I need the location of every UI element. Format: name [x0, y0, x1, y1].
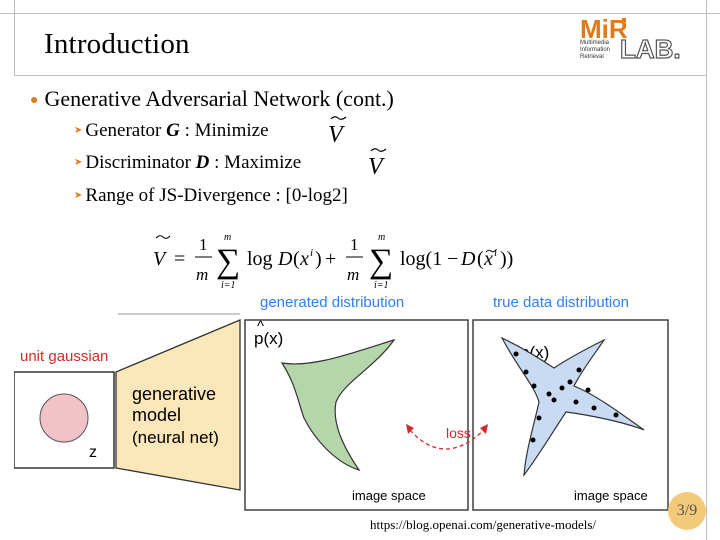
logo-lab-text: LAB. — [620, 34, 681, 62]
z-label: z — [89, 444, 97, 461]
generative-model-shape — [115, 319, 241, 491]
image-space-right-label: image space — [574, 488, 648, 503]
title-divider — [14, 75, 707, 76]
bullet-arrow-icon: ➤ — [74, 157, 83, 168]
image-space-left-label: image space — [352, 488, 426, 503]
v-tilde-symbol-1: V — [328, 116, 347, 146]
v-tilde-symbol-2: V — [368, 148, 387, 178]
svg-text:D: D — [277, 248, 293, 270]
loss-arrowhead-right — [480, 424, 488, 434]
generated-shape — [280, 338, 396, 472]
svg-text:=: = — [174, 248, 185, 270]
svg-text:m: m — [378, 232, 385, 243]
svg-text:V: V — [328, 122, 345, 146]
svg-text:i: i — [310, 247, 313, 259]
main-bullet-text: Generative Adversarial Network (cont.) — [44, 86, 394, 111]
svg-text:V: V — [368, 154, 385, 178]
svg-text:D: D — [460, 248, 476, 270]
svg-text:m: m — [196, 265, 208, 284]
main-bullet: ● Generative Adversarial Network (cont.) — [30, 86, 394, 112]
svg-text:i: i — [494, 247, 497, 259]
svg-text:∑: ∑ — [216, 243, 240, 280]
svg-text:)): )) — [500, 248, 513, 270]
generator-prefix: Generator — [85, 120, 167, 141]
slide-frame-right — [706, 0, 707, 540]
svg-text:∑: ∑ — [369, 243, 393, 280]
gen-model-line-3: (neural net) — [132, 428, 219, 447]
mir-lab-logo: MiR Multimedia Information Retrieval LAB… — [580, 14, 681, 62]
logo-dot — [622, 18, 626, 22]
slide-title: Introduction — [44, 28, 190, 60]
true-distribution-label: true data distribution — [493, 294, 629, 311]
slide-frame-top — [0, 0, 720, 14]
svg-text:i=1: i=1 — [374, 280, 389, 291]
range-text: Range of JS-Divergence : [0-log2] — [85, 185, 348, 206]
true-image-space-box — [472, 319, 669, 511]
svg-text:log(1: log(1 — [400, 248, 442, 270]
bullet-arrow-icon: ➤ — [74, 125, 83, 136]
loss-arrowhead-left — [406, 424, 414, 434]
generator-bullet: ➤Generator G : Minimize — [74, 120, 269, 142]
logo-mir-text: MiR — [580, 14, 628, 44]
slide-frame-left — [14, 0, 15, 76]
svg-text:m: m — [347, 265, 359, 284]
gen-model-line-1: generative — [132, 384, 216, 404]
generated-image-space-box — [244, 319, 469, 511]
sample-points — [513, 351, 619, 443]
gan-diagram: generated distribution true data distrib… — [14, 294, 669, 511]
discriminator-prefix: Discriminator — [85, 152, 196, 173]
svg-text:1: 1 — [350, 235, 359, 254]
svg-text:): ) — [315, 248, 322, 270]
discriminator-var: D — [195, 152, 210, 173]
generator-var: G — [166, 120, 180, 141]
logo-line-1: Multimedia — [580, 40, 610, 46]
svg-text:+: + — [325, 248, 336, 270]
generated-distribution-label: generated distribution — [260, 294, 404, 311]
discriminator-suffix: : Maximize — [209, 152, 302, 173]
gaussian-circle — [39, 393, 89, 443]
true-shape — [500, 336, 645, 478]
svg-text:1: 1 — [199, 235, 208, 254]
value-function-formula: V = 1 m m ∑ i=1 log D ( x i ) + 1 m m ∑ … — [153, 232, 513, 291]
gen-model-line-2: model — [132, 405, 181, 425]
phat-hat-icon: ^ — [257, 318, 264, 335]
discriminator-bullet: ➤Discriminator D : Maximize — [74, 152, 301, 174]
logo-line-3: Retrieval — [580, 54, 604, 60]
generator-suffix: : Minimize — [179, 120, 269, 141]
svg-text:V: V — [153, 248, 168, 270]
unit-gaussian-label: unit gaussian — [20, 348, 108, 365]
phat-label: p(x) — [254, 329, 283, 348]
svg-text:x: x — [299, 248, 309, 270]
svg-text:(: ( — [477, 248, 484, 270]
svg-text:m: m — [224, 232, 231, 243]
svg-text:i=1: i=1 — [221, 280, 236, 291]
svg-text:log: log — [247, 248, 273, 270]
loss-arrow — [409, 429, 485, 450]
loss-label: loss — [446, 425, 471, 441]
logo-line-2: Information — [580, 47, 610, 53]
reference-url: https://blog.openai.com/generative-model… — [370, 517, 597, 532]
svg-text:−: − — [447, 248, 458, 270]
page-number-badge: 3/9 — [668, 492, 706, 530]
range-bullet: ➤Range of JS-Divergence : [0-log2] — [74, 185, 348, 207]
svg-text:(: ( — [293, 248, 300, 270]
svg-text:x: x — [483, 248, 493, 270]
bullet-circle-icon: ● — [30, 93, 39, 108]
bullet-arrow-icon: ➤ — [74, 190, 83, 201]
